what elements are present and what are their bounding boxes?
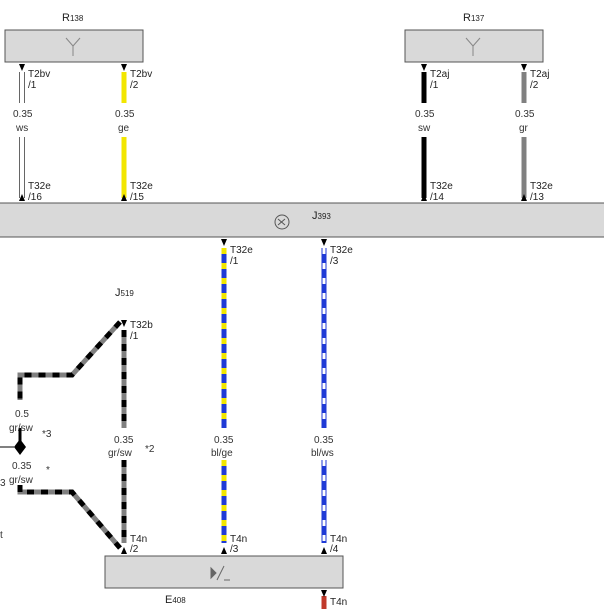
wire-gauge-w7: 0.35 (114, 435, 134, 446)
pin-label-w2-bottom: T32e (130, 181, 153, 192)
wire-color-w3: sw (418, 123, 431, 134)
wire-color-w7: gr/sw (108, 448, 133, 459)
branch-upper-color: gr/sw (9, 423, 34, 434)
wire-gauge-w1: 0.35 (13, 109, 33, 120)
pin-label-w1-bottom: T32e (28, 181, 51, 192)
wire-color-w4: gr (519, 123, 529, 134)
component-r138[interactable] (4, 29, 144, 63)
terminal-arrow-icon (19, 194, 25, 201)
terminal-arrow-icon (221, 239, 227, 246)
pin-label-w4-top: T2aj (530, 69, 549, 80)
terminal-arrow-icon (521, 194, 527, 201)
component-label-e408: E408 (165, 594, 186, 606)
antenna-symbol-icon (65, 37, 81, 56)
pin-number-w5-bottom: /3 (230, 544, 239, 555)
wire-color-w2: ge (118, 123, 130, 134)
wire-gauge-w4: 0.35 (515, 109, 535, 120)
wire-gauge-w5: 0.35 (214, 435, 234, 446)
pin-number-w3-bottom: /14 (430, 192, 444, 203)
pin-label-red-stub: T4n (330, 597, 347, 608)
terminal-arrow-icon (421, 64, 427, 71)
component-label-r137: R137 (463, 12, 485, 24)
wire-color-w1: ws (15, 123, 28, 134)
branch-lower-gauge: 0.35 (12, 461, 32, 472)
pin-number-w7-top: /1 (130, 331, 139, 342)
terminal-arrow-icon (321, 239, 327, 246)
terminal-arrow-icon (19, 64, 25, 71)
terminal-arrow-icon (221, 547, 227, 554)
pin-label-w4-bottom: T32e (530, 181, 553, 192)
terminal-arrow-icon (121, 320, 127, 327)
pin-number-w1-bottom: /16 (28, 192, 42, 203)
wire-branch-upper[interactable] (17, 320, 122, 447)
component-label-j519: J519 (115, 287, 134, 299)
component-e408[interactable] (104, 555, 344, 589)
wire-color-w5: bl/ge (211, 448, 233, 459)
wire-gauge-w3: 0.35 (415, 109, 435, 120)
pin-number-w2-bottom: /15 (130, 192, 144, 203)
component-r137[interactable] (404, 29, 544, 63)
terminal-arrow-icon (321, 590, 327, 597)
pin-number-w6-top: /3 (330, 256, 339, 267)
pin-number-w5-top: /1 (230, 256, 239, 267)
pin-label-w3-bottom: T32e (430, 181, 453, 192)
pin-label-w5-top: T32e (230, 245, 253, 256)
pin-number-w3-top: /1 (430, 80, 439, 91)
wire-color-w6: bl/ws (311, 448, 334, 459)
terminal-arrow-icon (321, 547, 327, 554)
pin-label-w5-bottom: T4n (230, 534, 247, 545)
edge-mark-2: t (0, 530, 3, 541)
edge-mark-1: 3 (0, 478, 6, 489)
terminal-arrow-icon (121, 547, 127, 554)
branch-lower-note: * (46, 465, 50, 476)
component-label-r138: R138 (62, 12, 84, 24)
pin-label-w6-bottom: T4n (330, 534, 347, 545)
pin-number-w2-top: /2 (130, 80, 139, 91)
terminal-arrow-icon (421, 194, 427, 201)
pin-number-w7-bottom: /2 (130, 544, 139, 555)
antenna-symbol-icon (465, 37, 481, 56)
component-label-j393: J393 (312, 210, 331, 222)
terminal-arrow-icon (121, 194, 127, 201)
splice-node-icon (14, 439, 26, 455)
terminal-arrows (19, 64, 527, 597)
branch-upper-gauge: 0.5 (15, 409, 29, 420)
control-unit-symbol-icon (274, 214, 290, 230)
pin-number-w6-bottom: /4 (330, 544, 339, 555)
pin-label-w7-top: T32b (130, 320, 153, 331)
terminal-arrow-icon (121, 64, 127, 71)
branch-lower-color: gr/sw (9, 475, 34, 486)
pin-label-w1-top: T2bv (28, 69, 50, 80)
switch-symbol-icon (210, 565, 230, 581)
branch-upper-note: *3 (42, 429, 52, 440)
wire-gauge-w2: 0.35 (115, 109, 135, 120)
pin-label-w7-bottom: T4n (130, 534, 147, 545)
pin-number-w4-bottom: /13 (530, 192, 544, 203)
component-j393[interactable] (0, 202, 604, 238)
terminal-arrow-icon (521, 64, 527, 71)
pin-number-w1-top: /1 (28, 80, 37, 91)
pin-number-w4-top: /2 (530, 80, 539, 91)
pin-label-w3-top: T2aj (430, 69, 449, 80)
wire-note-w7: *2 (145, 444, 155, 455)
pin-label-w6-top: T32e (330, 245, 353, 256)
wire-gauge-w6: 0.35 (314, 435, 334, 446)
pin-label-w2-top: T2bv (130, 69, 152, 80)
wire-branch-lower[interactable] (0, 446, 122, 550)
